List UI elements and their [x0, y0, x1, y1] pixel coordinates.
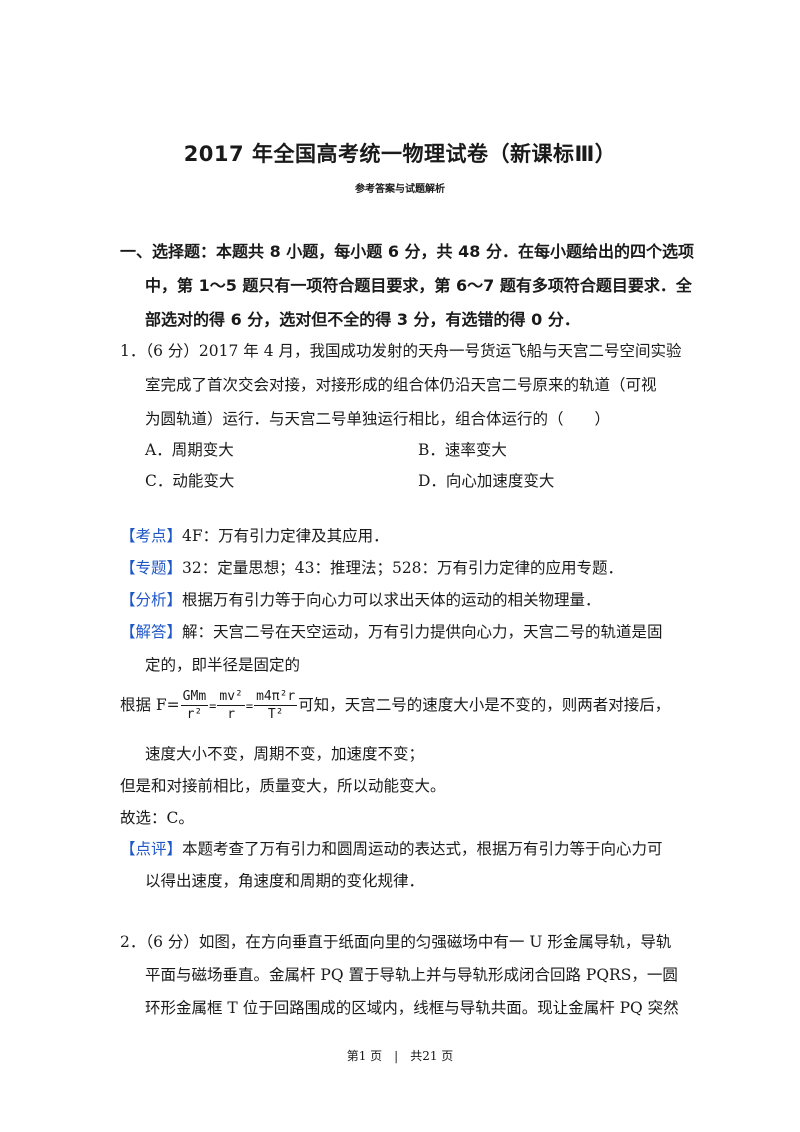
page-footer: 第1 页 | 共21 页 [346, 1049, 454, 1063]
dianping-tag: 【点评】 [120, 840, 183, 858]
fraction-gravity-denominator: r² [186, 706, 203, 722]
kaodian-text: 4F：万有引力定律及其应用． [182, 527, 389, 545]
answer-line: 故选：C。 [120, 809, 194, 827]
fraction-gravity-numerator: GMm [180, 688, 209, 706]
dianping-line2: 以得出速度，角速度和周期的变化规律． [145, 872, 425, 890]
jieda-line2: 定的，即半径是固定的 [145, 656, 301, 674]
jieda-row: 【解答】解：天宫二号在天空运动，万有引力提供向心力，天宫二号的轨道是固 [120, 620, 663, 642]
question2-line1: 2．（6 分）如图，在方向垂直于纸面向里的匀强磁场中有一 U 形金属导轨，导轨 [120, 933, 672, 951]
option-b: B．速率变大 [418, 441, 507, 459]
question2-line3: 环形金属框 T 位于回路围成的区域内，线框与导轨共面。现让金属杆 PQ 突然 [145, 999, 679, 1017]
fraction-velocity-numerator: mv² [217, 688, 245, 706]
section-heading-line2: 中，第 1～5 题只有一项符合题目要求，第 6～7 题有多项符合题目要求．全 [145, 276, 692, 295]
question1-line3: 为圆轨道）运行．与天宫二号单独运行相比，组合体运行的（ ） [145, 410, 611, 428]
option-a: A．周期变大 [145, 441, 234, 459]
page-title: 2017 年全国高考统一物理试卷（新课标Ⅲ） [183, 142, 617, 166]
fenxi-row: 【分析】根据万有引力等于向心力可以求出天体的运动的相关物理量． [120, 588, 601, 610]
question1-line1: 1．（6 分）2017 年 4 月，我国成功发射的天舟一号货运飞船与天宫二号空间… [120, 342, 682, 360]
jieda-line3: 速度大小不变，周期不变，加速度不变； [145, 745, 425, 763]
fraction-period-numerator: m4π²r [254, 688, 298, 706]
equals-sign: = [209, 699, 217, 713]
jieda-tag: 【解答】 [120, 623, 183, 641]
equals-sign: = [245, 699, 254, 713]
question1-line2: 室完成了首次交会对接，对接形成的组合体仍沿天宫二号原来的轨道（可视 [145, 376, 657, 394]
fraction-velocity-denominator: r [227, 706, 236, 722]
formula-prefix: 根据 F= [120, 696, 180, 714]
jieda-text-1: 解：天宫二号在天空运动，万有引力提供向心力，天宫二号的轨道是固 [182, 623, 663, 641]
zhuanti-tag: 【专题】 [120, 559, 183, 577]
formula-suffix: 可知，天宫二号的速度大小是不变的，则两者对接后， [298, 696, 671, 714]
section-heading-line3: 部选对的得 6 分，选对但不全的得 3 分，有选错的得 0 分． [145, 310, 580, 329]
zhuanti-row: 【专题】32：定量思想；43：推理法；528：万有引力定律的应用专题． [120, 556, 623, 578]
option-c: C．动能变大 [145, 472, 235, 490]
fenxi-tag: 【分析】 [120, 591, 183, 609]
question2-line2: 平面与磁场垂直。金属杆 PQ 置于导轨上并与导轨形成闭合回路 PQRS，一圆 [145, 966, 678, 984]
zhuanti-text: 32：定量思想；43：推理法；528：万有引力定律的应用专题． [182, 559, 624, 577]
page-subtitle: 参考答案与试题解析 [355, 184, 445, 195]
kaodian-tag: 【考点】 [120, 527, 183, 545]
dianping-text-1: 本题考查了万有引力和圆周运动的表达式，根据万有引力等于向心力可 [182, 840, 663, 858]
dianping-row: 【点评】本题考查了万有引力和圆周运动的表达式，根据万有引力等于向心力可 [120, 837, 663, 859]
fraction-period-denominator: T² [267, 706, 284, 722]
option-d: D．向心加速度变大 [418, 472, 555, 490]
fenxi-text: 根据万有引力等于向心力可以求出天体的运动的相关物理量． [182, 591, 601, 609]
jieda-line4: 但是和对接前相比，质量变大，所以动能变大。 [120, 777, 446, 795]
kaodian-row: 【考点】4F：万有引力定律及其应用． [120, 524, 389, 546]
section-heading-line1: 一、选择题：本题共 8 小题，每小题 6 分，共 48 分．在每小题给出的四个选… [120, 242, 694, 261]
